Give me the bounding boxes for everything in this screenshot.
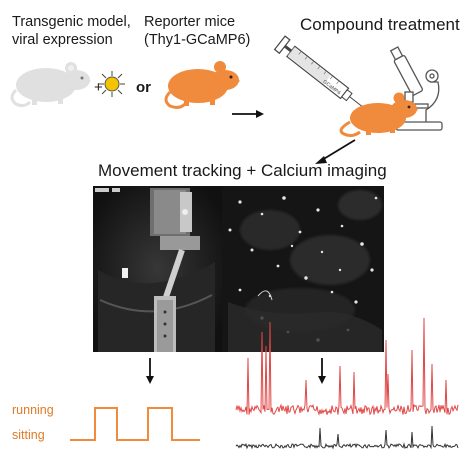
label-or: or: [136, 79, 151, 96]
label-thy1: (Thy1-GCaMP6): [144, 32, 251, 48]
calcium-trace-dark: [235, 425, 459, 450]
label-reporter: Reporter mice: [144, 14, 236, 30]
arrow-icon: [232, 110, 264, 118]
orange-mouse-icon: [164, 61, 240, 109]
behavior-camera-image: [93, 186, 222, 352]
virus-icon: [99, 71, 125, 97]
calcium-trace-red: [235, 317, 459, 416]
plus-sign: +: [94, 79, 103, 96]
behavior-trace: [70, 407, 200, 441]
label-movement: Movement tracking + Calcium imaging: [98, 161, 387, 180]
label-running: running: [12, 403, 54, 417]
label-transgenic: Transgenic model,: [12, 14, 131, 30]
diagonal-arrow-icon: [315, 139, 356, 164]
label-compound: Compound treatment: [300, 15, 460, 34]
gray-mouse-icon: [10, 62, 91, 108]
treated-mouse-icon: [339, 92, 418, 138]
calcium-imaging-image: [222, 186, 384, 352]
label-sitting: sitting: [12, 428, 45, 442]
down-arrow-left-icon: [146, 358, 154, 384]
microscope-icon: [389, 46, 443, 131]
down-arrow-right-icon: [318, 358, 326, 384]
label-viral: viral expression: [12, 32, 113, 48]
syringe-icon: GCaMP6: [273, 35, 371, 114]
